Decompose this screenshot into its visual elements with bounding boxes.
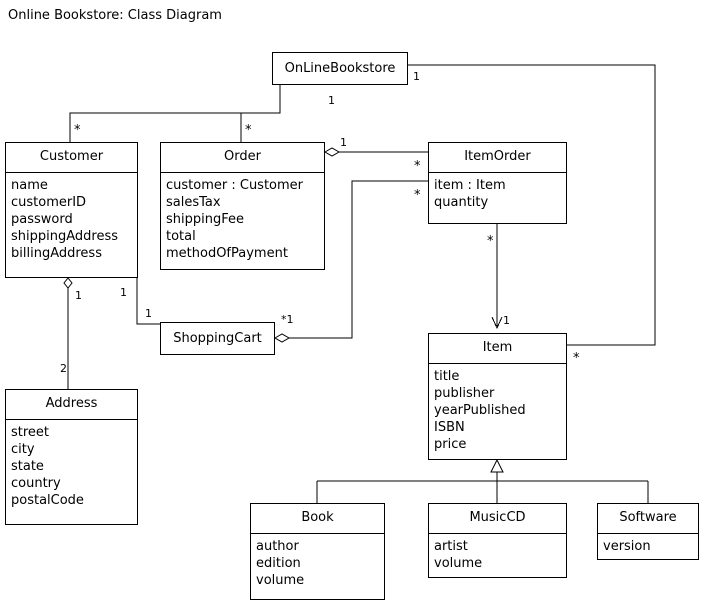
attribute: publisher: [434, 386, 495, 401]
mult-customer-branch: *: [74, 123, 81, 138]
class-book-name: Book: [301, 510, 334, 525]
edge-customer-cart: [136, 278, 160, 325]
mult-itemorder-cart: *: [414, 188, 421, 203]
attribute: author: [256, 539, 299, 554]
class-itemorder[interactable]: ItemOrder item : Item quantity: [428, 142, 567, 224]
class-address-name: Address: [45, 396, 98, 411]
mult-order-branch: *: [245, 123, 252, 138]
attribute: billingAddress: [11, 246, 102, 261]
mult-cart-line: 1: [145, 307, 152, 320]
class-software-attributes: version: [598, 533, 698, 560]
mult-itemorder-order: *: [414, 159, 421, 174]
arrowhead-itemorder-item: [491, 316, 503, 330]
class-itemorder-name: ItemOrder: [464, 149, 531, 164]
class-shoppingcart[interactable]: ShoppingCart: [160, 322, 275, 355]
page-title: Online Bookstore: Class Diagram: [8, 8, 222, 23]
mult-item-from-itemorder: 1: [503, 314, 510, 327]
mult-customer-cart-corner: 1: [120, 286, 127, 299]
generalization-triangle: [490, 458, 504, 473]
class-address-attributes: street city state country postalCode: [6, 419, 137, 514]
attribute: postalCode: [11, 493, 84, 508]
class-musiccd-attributes: artist volume: [429, 533, 566, 577]
attribute: volume: [434, 556, 483, 571]
attribute: methodOfPayment: [166, 246, 288, 261]
mult-itemorder-item-source: *: [487, 234, 494, 249]
class-software-name: Software: [619, 510, 677, 525]
attribute: state: [11, 459, 44, 474]
class-order-name: Order: [224, 149, 261, 164]
edge-bookstore-to-item: [408, 64, 656, 346]
attribute: customerID: [11, 195, 87, 210]
mult-bookstore-item: 1: [413, 70, 420, 83]
attribute: version: [603, 539, 651, 554]
mult-order-itemorder: 1: [340, 136, 347, 149]
class-musiccd-name: MusicCD: [469, 510, 526, 525]
attribute: item : Item: [434, 178, 506, 193]
attribute: title: [434, 369, 460, 384]
attribute: name: [11, 178, 48, 193]
edge-itemorder-cart: [275, 180, 428, 339]
attribute: salesTax: [166, 195, 221, 210]
class-book-attributes: author edition volume: [251, 533, 384, 594]
class-order[interactable]: Order customer : Customer salesTax shipp…: [160, 142, 325, 270]
class-customer-attributes: name customerID password shippingAddress…: [6, 172, 137, 267]
attribute: shippingAddress: [11, 229, 119, 244]
class-item[interactable]: Item title publisher yearPublished ISBN …: [428, 333, 567, 460]
attribute: city: [11, 442, 35, 457]
class-address[interactable]: Address street city state country postal…: [5, 389, 138, 525]
mult-cart-diamond: *1: [281, 313, 294, 326]
mult-customer-address-top: 1: [75, 289, 82, 302]
class-shoppingcart-name: ShoppingCart: [173, 331, 262, 346]
mult-address-end: 2: [60, 362, 67, 375]
class-software[interactable]: Software version: [597, 503, 699, 560]
attribute: customer : Customer: [166, 178, 304, 193]
attribute: yearPublished: [434, 403, 526, 418]
attribute: price: [434, 437, 467, 452]
aggregation-diamond-cart: [273, 333, 291, 343]
class-book[interactable]: Book author edition volume: [250, 503, 385, 600]
class-customer[interactable]: Customer name customerID password shippi…: [5, 142, 138, 278]
attribute: quantity: [434, 195, 489, 210]
class-itemorder-attributes: item : Item quantity: [429, 172, 566, 216]
aggregation-diamond-order: [323, 147, 341, 157]
attribute: total: [166, 229, 196, 244]
mult-item-right-end: *: [573, 351, 580, 366]
attribute: artist: [434, 539, 468, 554]
class-customer-name: Customer: [39, 149, 104, 164]
aggregation-diamond-customer: [63, 277, 73, 289]
attribute: password: [11, 212, 73, 227]
attribute: country: [11, 476, 61, 491]
attribute: ISBN: [434, 420, 465, 435]
class-musiccd[interactable]: MusicCD artist volume: [428, 503, 567, 578]
class-onlinebookstore-name: OnLineBookstore: [284, 61, 396, 76]
attribute: street: [11, 425, 50, 440]
attribute: edition: [256, 556, 301, 571]
class-order-attributes: customer : Customer salesTax shippingFee…: [161, 172, 324, 267]
class-item-name: Item: [482, 340, 513, 355]
attribute: volume: [256, 573, 305, 588]
attribute: shippingFee: [166, 212, 244, 227]
mult-bookstore-branch: 1: [328, 94, 335, 107]
class-onlinebookstore[interactable]: OnLineBookstore: [272, 52, 408, 85]
class-item-attributes: title publisher yearPublished ISBN price: [429, 363, 566, 458]
